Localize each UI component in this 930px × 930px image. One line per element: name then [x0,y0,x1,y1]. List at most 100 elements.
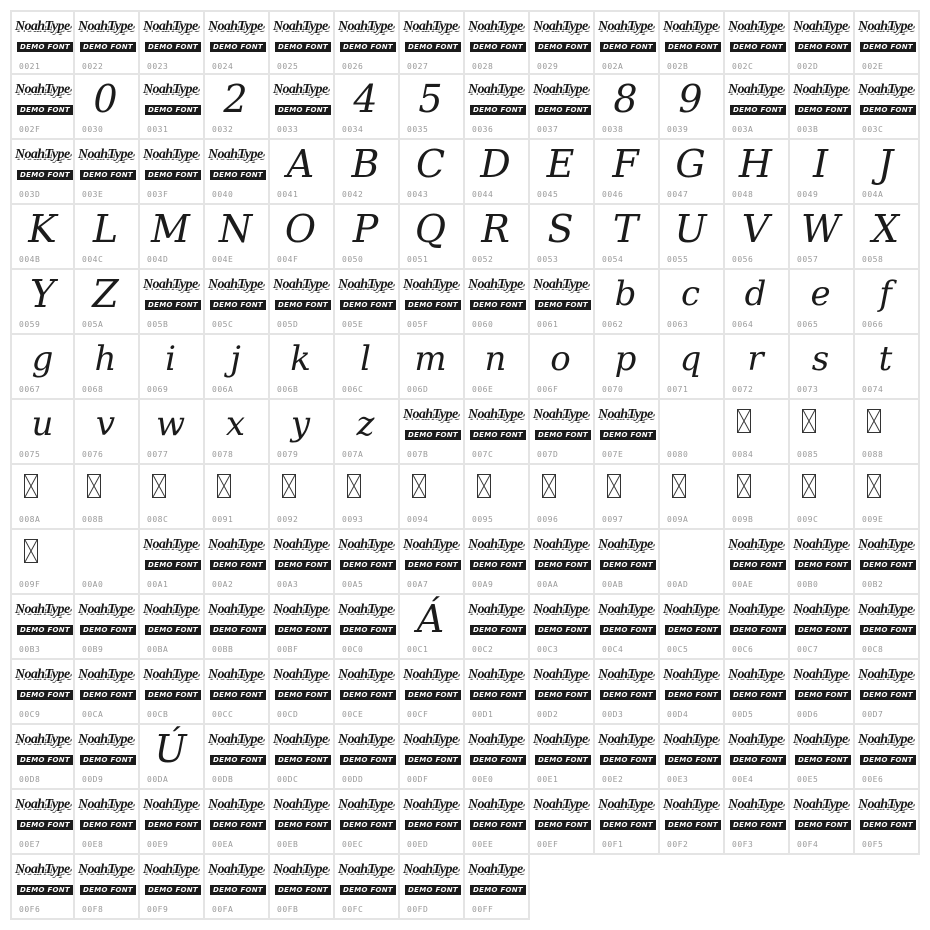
glyph-cell[interactable]: 008C [140,465,205,530]
glyph-cell[interactable]: 0084 [725,400,790,465]
glyph-cell[interactable]: 0096 [530,465,595,530]
glyph-cell[interactable]: 0093 [335,465,400,530]
glyph-cell[interactable]: 009C [790,465,855,530]
glyph-cell[interactable]: 009B [725,465,790,530]
glyph-cell[interactable]: 009F [10,530,75,595]
glyph-cell[interactable]: 009A [660,465,725,530]
glyph-cell[interactable]: 00AD [660,530,725,595]
